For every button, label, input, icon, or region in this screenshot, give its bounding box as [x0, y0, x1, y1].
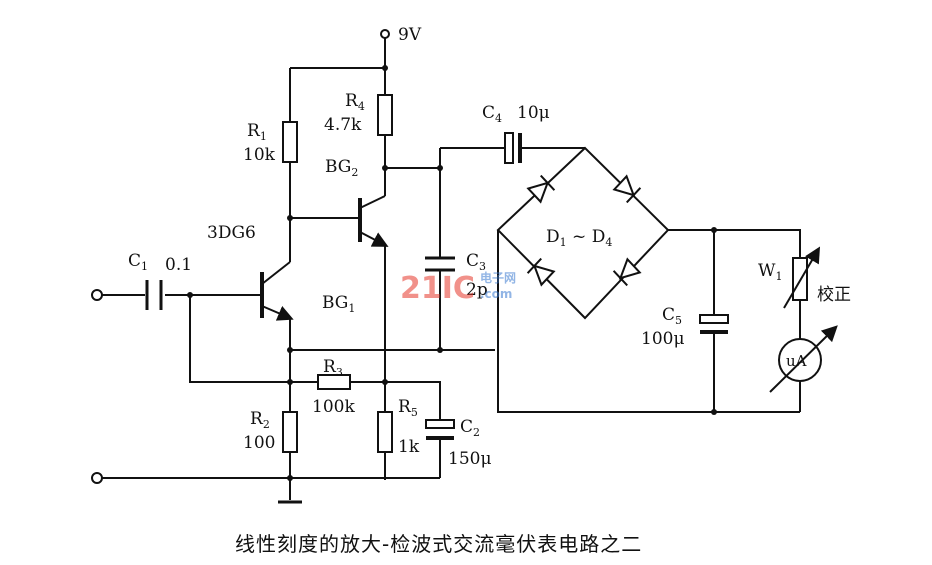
diagram-caption: 线性刻度的放大-检波式交流毫伏表电路之二 [235, 532, 643, 556]
bg2-label: BG2 [325, 157, 358, 179]
input-terminal-bottom [91, 472, 103, 484]
r3-resistor [317, 374, 351, 390]
w1-note: 校正 [817, 285, 851, 305]
c3-capacitor [425, 256, 455, 272]
r2-resistor [282, 411, 298, 453]
r2-value: 100 [243, 433, 275, 453]
supply-label: 9V [398, 25, 422, 45]
c2-value: 150μ [448, 449, 492, 469]
transistor-type-label: 3DG6 [207, 223, 256, 243]
microammeter [769, 325, 838, 393]
diode-bridge [526, 174, 642, 287]
bg1-label: BG1 [322, 293, 355, 315]
c2-label: C2 [460, 417, 480, 439]
c4-value: 10μ [517, 103, 550, 123]
c1-label: C1 [128, 251, 148, 273]
r5-label: R5 [398, 397, 418, 419]
r5-value: 1k [398, 437, 420, 457]
bg1-transistor [250, 261, 294, 321]
r1-label: R1 [247, 121, 267, 143]
meter-label: uA [786, 352, 807, 370]
c4-label: C4 [482, 103, 502, 125]
r4-resistor [377, 94, 393, 136]
svg-text:21IC: 21IC [400, 271, 475, 306]
c4-capacitor [504, 132, 522, 164]
c1-value: 0.1 [165, 255, 192, 275]
r3-label: R3 [323, 357, 343, 379]
junction-dots [187, 65, 717, 481]
c5-value: 100μ [641, 329, 685, 349]
c5-capacitor [699, 314, 729, 334]
r3-value: 100k [312, 397, 355, 417]
r5-resistor [377, 411, 393, 453]
r2-label: R2 [250, 409, 270, 431]
diodes-label: D1 ~ D4 [546, 227, 612, 249]
watermark-logo: 21IC 电子网 .com [400, 270, 516, 306]
input-terminal-top [91, 289, 103, 301]
r4-label: R4 [345, 91, 365, 113]
svg-text:.com: .com [480, 287, 512, 301]
w1-label: W1 [758, 261, 782, 283]
wires [102, 38, 801, 500]
r4-value: 4.7k [324, 115, 362, 135]
w1-potentiometer [783, 246, 821, 309]
c2-capacitor [425, 419, 455, 440]
c1-capacitor [145, 280, 163, 310]
r1-value: 10k [243, 145, 276, 165]
svg-text:电子网: 电子网 [480, 270, 516, 285]
bg2-transistor [358, 195, 389, 247]
c3-label: C3 [466, 251, 486, 273]
c3-value: 2p [466, 280, 488, 300]
r1-resistor [282, 121, 298, 163]
c5-label: C5 [662, 305, 682, 327]
supply-terminal [380, 29, 390, 39]
